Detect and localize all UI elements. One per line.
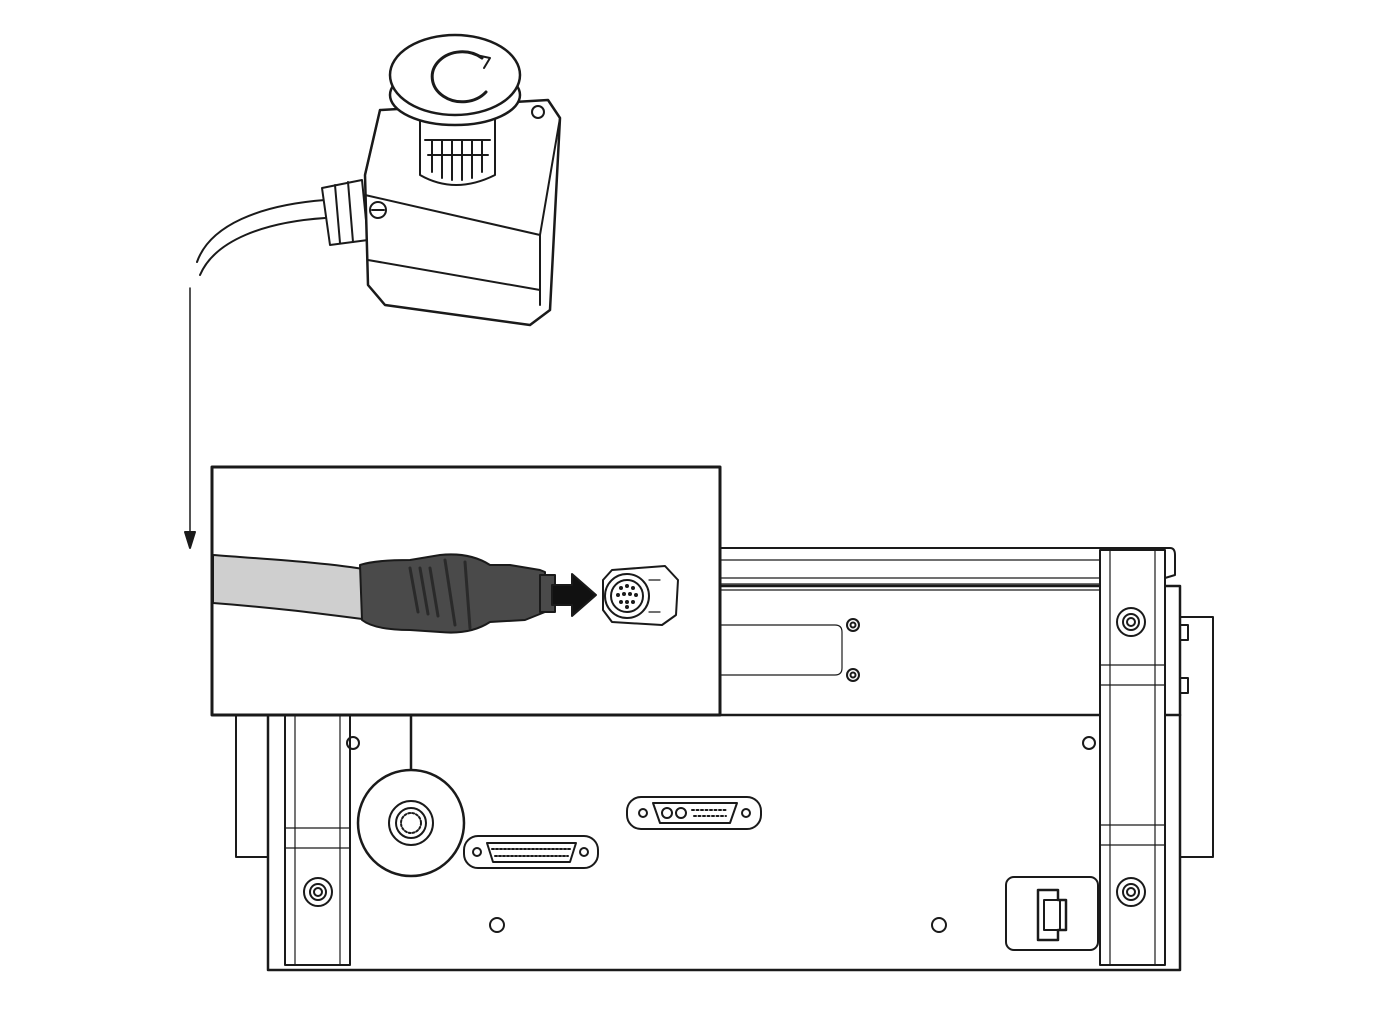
- arrow-right-icon: [551, 573, 597, 617]
- rj-port-icon: [1005, 876, 1099, 951]
- connector-detail-inset: [210, 465, 722, 717]
- d-sub-connector-icon: [463, 835, 599, 869]
- circular-connector-icon: [356, 713, 466, 878]
- device-rear-panel: [235, 547, 1214, 972]
- d-sub-connector-icon: [626, 796, 762, 830]
- arrow-down-icon: [184, 287, 196, 549]
- emergency-stop-switch-icon: [196, 33, 562, 327]
